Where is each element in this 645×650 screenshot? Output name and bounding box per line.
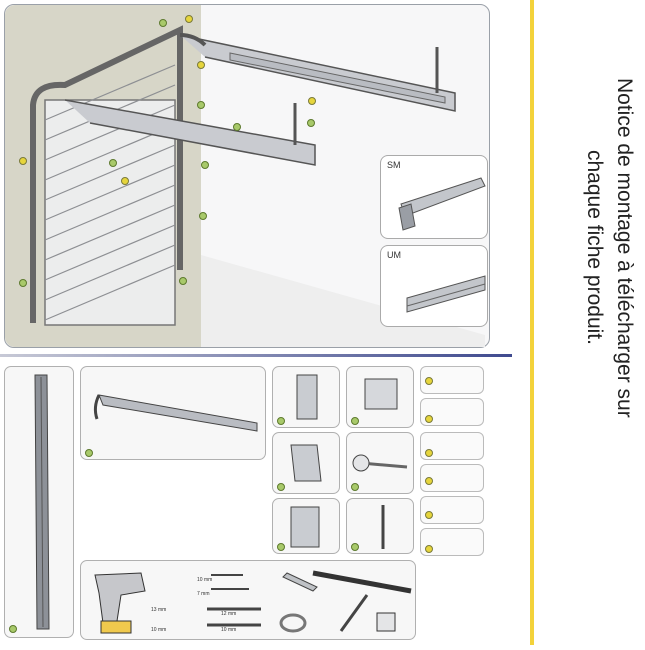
part-roller-bracket <box>272 432 340 494</box>
marker <box>19 157 27 165</box>
marker <box>199 212 207 220</box>
inset-sm: SM <box>380 155 488 239</box>
marker <box>159 19 167 27</box>
part-hinge <box>346 366 414 428</box>
section-divider <box>0 354 512 357</box>
tool-size-label: 7 mm <box>197 591 210 597</box>
tool-size-label: 13 mm <box>151 607 167 613</box>
part-roller <box>346 432 414 494</box>
tool-size-label: 10 mm <box>151 627 167 633</box>
part-door-panel <box>4 366 74 638</box>
inset-sm-label: SM <box>387 160 401 170</box>
part-screws <box>420 464 484 492</box>
part-end-bracket <box>272 498 340 554</box>
door-overview-panel: SM UM <box>4 4 490 348</box>
part-nuts <box>420 528 484 556</box>
tool-size-label: 12 mm <box>221 611 237 617</box>
part-plugs <box>420 432 484 460</box>
accent-line <box>530 0 534 645</box>
marker <box>197 61 205 69</box>
marker <box>109 159 117 167</box>
part-bracket-a <box>272 366 340 428</box>
part-anchors <box>420 398 484 426</box>
part-hanger <box>346 498 414 554</box>
inset-um-label: UM <box>387 250 401 260</box>
marker <box>185 15 193 23</box>
download-notice: Notice de montage à télécharger sur chaq… <box>540 0 640 645</box>
marker <box>307 119 315 127</box>
tool-size-label: 10 mm <box>221 627 237 633</box>
inset-um: UM <box>380 245 488 327</box>
tools-panel: 10 mm 7 mm 13 mm 12 mm 10 mm 10 mm <box>80 560 416 640</box>
tool-size-label: 10 mm <box>197 577 213 583</box>
marker <box>179 277 187 285</box>
marker <box>233 123 241 131</box>
marker <box>308 97 316 105</box>
marker <box>197 101 205 109</box>
marker <box>201 161 209 169</box>
marker <box>19 279 27 287</box>
download-notice-line1: Notice de montage à télécharger sur <box>613 78 636 418</box>
download-notice-line2: chaque fiche produit. <box>583 150 606 345</box>
marker <box>121 177 129 185</box>
part-bolts <box>420 366 484 394</box>
part-track-assembly <box>80 366 266 460</box>
part-hex-bolts <box>420 496 484 524</box>
